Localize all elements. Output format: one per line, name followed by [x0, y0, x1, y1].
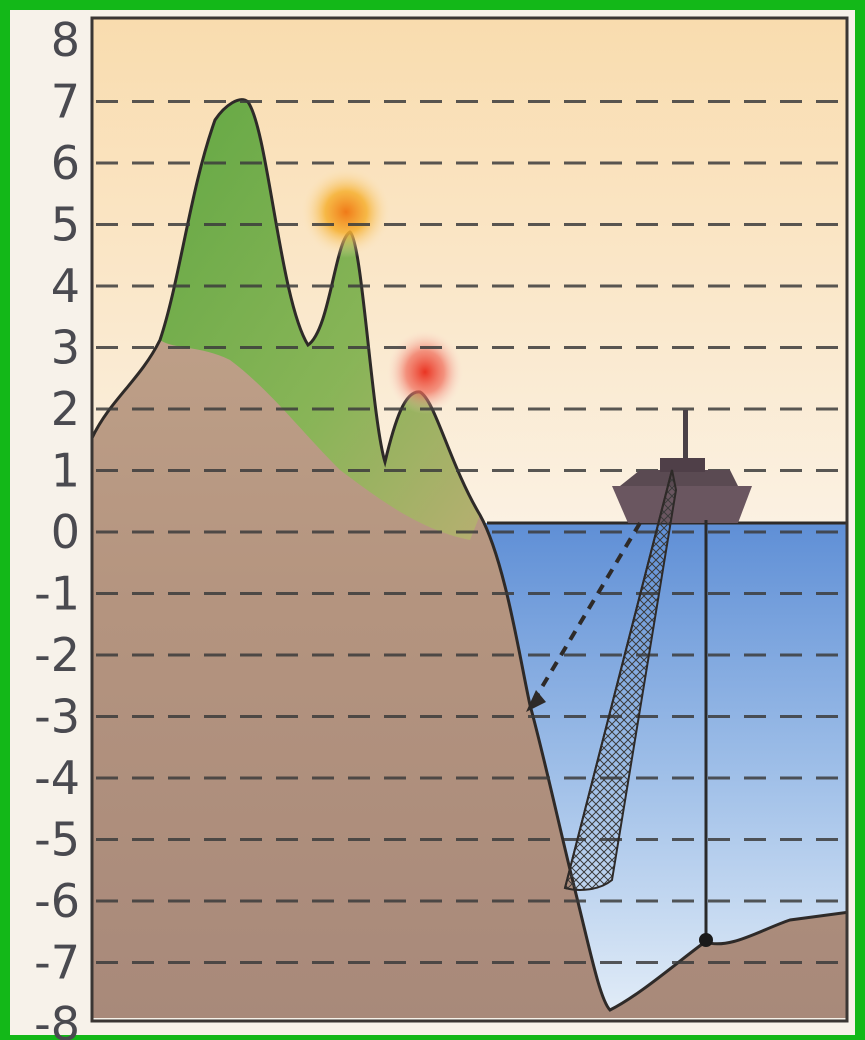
y-tick-label: 0 [51, 505, 80, 559]
y-tick-label: -7 [34, 936, 80, 990]
y-tick-label: 4 [51, 259, 80, 313]
y-tick-label: 5 [51, 198, 80, 252]
fishing-net-icon [563, 469, 678, 891]
vegetation [160, 99, 480, 540]
y-tick-label: -1 [34, 567, 80, 621]
y-tick-label: -6 [34, 874, 80, 928]
glow-spot [387, 330, 463, 414]
y-tick-label: 3 [51, 321, 80, 375]
y-tick-label: 1 [51, 444, 80, 498]
y-tick-label: 2 [51, 382, 80, 436]
y-tick-label: 7 [51, 75, 80, 129]
ship-icon [612, 410, 752, 523]
y-tick-label: -2 [34, 628, 80, 682]
anchor-line-icon [699, 520, 713, 947]
y-tick-label: -3 [34, 690, 80, 744]
plot-border [90, 16, 849, 1023]
y-tick-label: -8 [34, 997, 80, 1040]
terrain-outline [92, 98, 847, 1012]
sun-icon [300, 166, 392, 258]
y-tick-label: 8 [51, 13, 80, 67]
y-axis: 8 7 6 5 4 3 2 1 0 -1 -2 -3 -4 -5 -6 -7 -8 [34, 13, 80, 1040]
y-tick-label: 6 [51, 136, 80, 190]
y-tick-label: -4 [34, 751, 80, 805]
sonar-arrowhead [526, 690, 546, 712]
y-tick-label: -5 [34, 813, 80, 867]
grid-lines [96, 100, 845, 964]
